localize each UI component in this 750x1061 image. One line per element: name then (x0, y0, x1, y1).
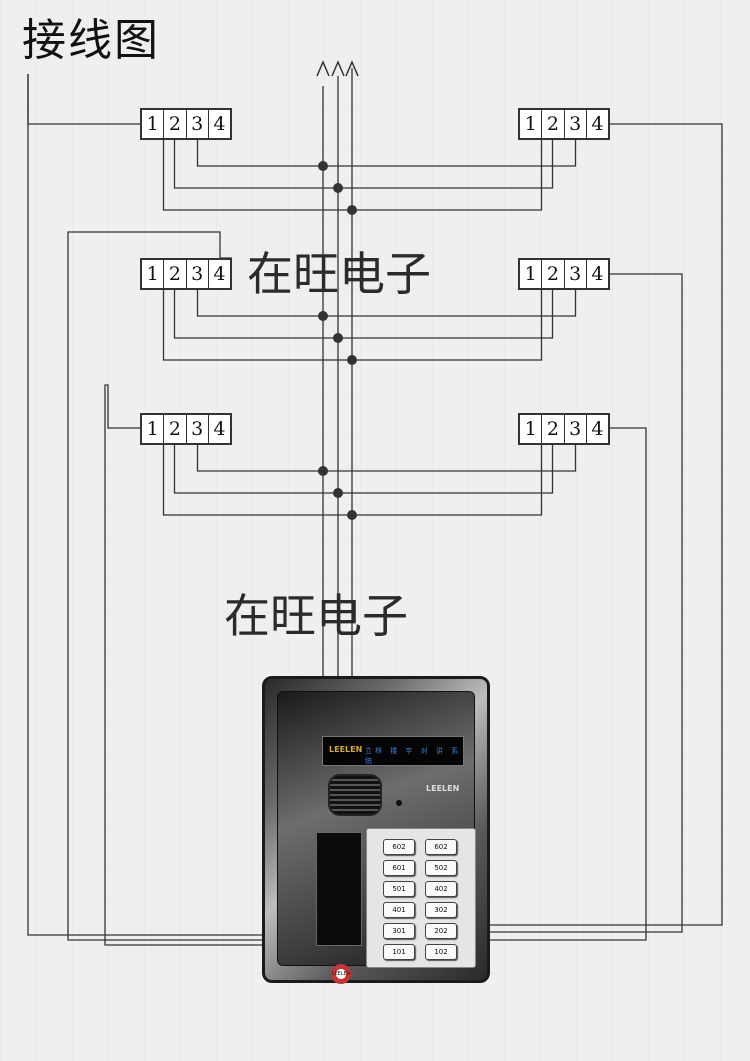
keypad-key[interactable]: 302 (425, 902, 457, 918)
wire-pin3 (196, 140, 577, 167)
terminal-pin: 3 (565, 110, 587, 138)
terminal-pin: 4 (591, 418, 604, 440)
terminal-pin: 4 (591, 113, 604, 135)
panel-display: LEELEN 立林 楼 宇 对 讲 系 统 (322, 736, 464, 766)
diagram-title: 接线图 (22, 15, 160, 66)
terminal-pin: 1 (520, 110, 543, 138)
keypad-key[interactable]: 502 (425, 860, 457, 876)
keypad-key[interactable]: 501 (383, 881, 415, 897)
junction-node (318, 466, 328, 476)
terminal-pin: 1 (142, 260, 165, 288)
display-text: 立林 楼 宇 对 讲 系 统 (365, 747, 462, 765)
terminal-pin: 2 (164, 260, 187, 288)
terminal-pin: 3 (187, 415, 209, 443)
keypad-key[interactable]: 102 (425, 944, 457, 960)
watermark: 在旺电子 (247, 247, 431, 301)
junction-node (333, 488, 343, 498)
terminal-pin: 2 (542, 415, 565, 443)
keypad-key[interactable]: 401 (383, 902, 415, 918)
terminal-pin: 3 (187, 260, 209, 288)
terminal-pin: 1 (142, 110, 165, 138)
panel-brand: LEELEN (426, 784, 460, 793)
junction-node (333, 333, 343, 343)
terminal-pin: 1 (142, 415, 165, 443)
terminal-pin: 4 (213, 263, 226, 285)
junction-node (347, 355, 357, 365)
arrow-up-icon (345, 60, 359, 77)
speaker-grille (328, 774, 382, 816)
keypad: 602 602 601 502 501 402 401 302 301 202 101 102 (366, 828, 476, 968)
terminal-pin: 3 (565, 415, 587, 443)
intercom-door-panel: LEELEN 立林 楼 宇 对 讲 系 统 LEELEN 602 602 601 50… (262, 676, 490, 984)
junction-node (333, 183, 343, 193)
keypad-key[interactable]: 101 (383, 944, 415, 960)
panel-face: LEELEN 立林 楼 宇 对 讲 系 统 LEELEN 602 602 601 50… (277, 691, 476, 984)
arrow-up-icon (316, 60, 330, 77)
camera-icon (396, 800, 402, 806)
junction-node (318, 311, 328, 321)
keypad-key[interactable]: 301 (383, 923, 415, 939)
outer-wire (470, 273, 683, 933)
keypad-key[interactable]: 602 (383, 839, 415, 855)
terminal-pin: 2 (164, 415, 187, 443)
terminal-pin: 2 (164, 110, 187, 138)
wire-pin3 (196, 290, 577, 317)
wire-pin2 (173, 140, 554, 189)
junction-node (347, 510, 357, 520)
junction-node (318, 161, 328, 171)
terminal-pin: 4 (213, 418, 226, 440)
junction-node (347, 205, 357, 215)
outer-wire (104, 384, 300, 946)
watermark: 在旺电子 (224, 589, 408, 643)
terminal-pin: 2 (542, 260, 565, 288)
terminal-pin: 3 (187, 110, 209, 138)
brand-logo-icon: LEELEN (331, 964, 351, 984)
keypad-key[interactable]: 601 (383, 860, 415, 876)
outer-wire (470, 427, 647, 941)
display-brand: LEELEN (329, 745, 363, 754)
wire-pin2 (173, 445, 554, 494)
terminal-pin: 2 (542, 110, 565, 138)
wire-pin3 (196, 445, 577, 472)
keypad-key[interactable]: 602 (425, 839, 457, 855)
name-strip (316, 832, 362, 946)
keypad-key[interactable]: 402 (425, 881, 457, 897)
outer-wire (27, 74, 300, 936)
terminal-pin: 4 (591, 263, 604, 285)
terminal-pin: 1 (520, 260, 543, 288)
terminal-pin: 1 (520, 415, 543, 443)
terminal-pin: 3 (565, 260, 587, 288)
outer-wire (470, 123, 723, 926)
outer-wire (27, 74, 140, 125)
terminal-pin: 4 (213, 113, 226, 135)
keypad-key[interactable]: 202 (425, 923, 457, 939)
arrow-up-icon (331, 60, 345, 77)
wire-pin2 (173, 290, 554, 339)
